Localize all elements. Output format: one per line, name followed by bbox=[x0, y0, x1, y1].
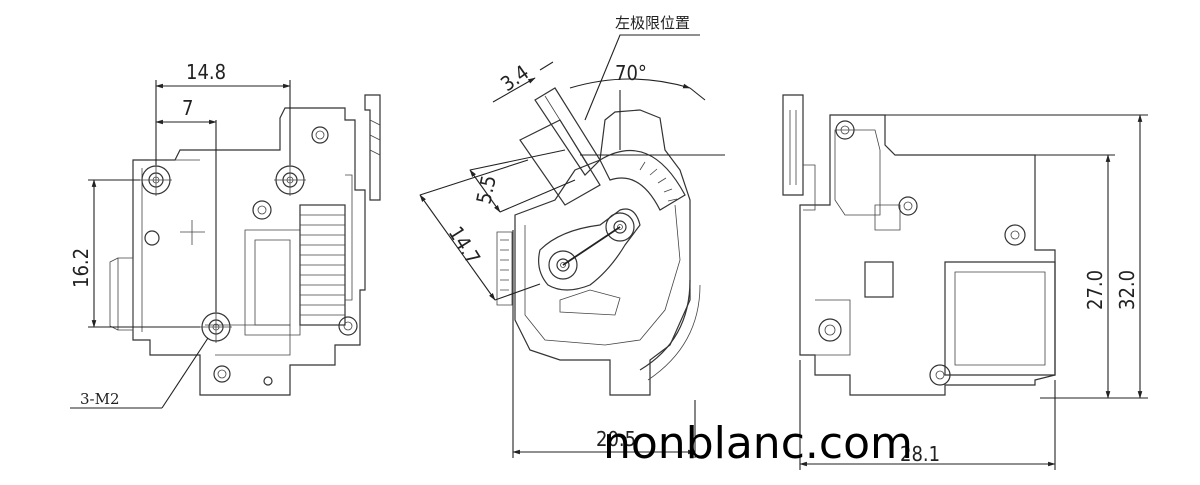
dim-5-5: 5.5 bbox=[471, 173, 500, 206]
middle-gear-sector bbox=[496, 150, 686, 306]
dim-16-2: 16.2 bbox=[69, 248, 93, 288]
dim-7: 7 bbox=[182, 96, 193, 120]
right-view: 27.0 32.0 28.1 bbox=[782, 94, 1148, 470]
label-left-limit-position: 左极限位置 bbox=[615, 14, 690, 32]
dim-20-5: 20.5 bbox=[596, 427, 636, 451]
left-body-outline bbox=[132, 107, 366, 396]
middle-view: 左极限位置 70° 3.4 5.5 14.7 20.5 bbox=[419, 14, 725, 458]
right-dimensions bbox=[799, 114, 1148, 470]
watermark: nonblanc.com bbox=[603, 418, 913, 469]
middle-dimensions bbox=[419, 34, 725, 458]
thread-label-3-m2: 3-M2 bbox=[80, 390, 120, 408]
dim-14-7: 14.7 bbox=[444, 222, 486, 269]
dim-3-4: 3.4 bbox=[496, 60, 533, 96]
left-gear-stack bbox=[299, 174, 353, 326]
right-mount-holes bbox=[818, 120, 1026, 386]
right-body-outline bbox=[799, 114, 1056, 396]
left-mount-holes bbox=[141, 126, 358, 386]
middle-housing-outline bbox=[514, 109, 691, 396]
left-dimensions bbox=[70, 80, 291, 409]
dim-70-deg: 70° bbox=[615, 61, 647, 85]
left-view: 14.8 7 16.2 3-M2 bbox=[69, 60, 381, 409]
left-lever-tower bbox=[364, 94, 381, 201]
middle-cam-plate bbox=[538, 208, 641, 291]
dim-32-0: 32.0 bbox=[1115, 270, 1139, 310]
dim-14-8: 14.8 bbox=[186, 60, 226, 84]
dim-28-1: 28.1 bbox=[900, 442, 940, 466]
right-lever bbox=[782, 94, 804, 196]
dim-27-0: 27.0 bbox=[1083, 270, 1107, 310]
